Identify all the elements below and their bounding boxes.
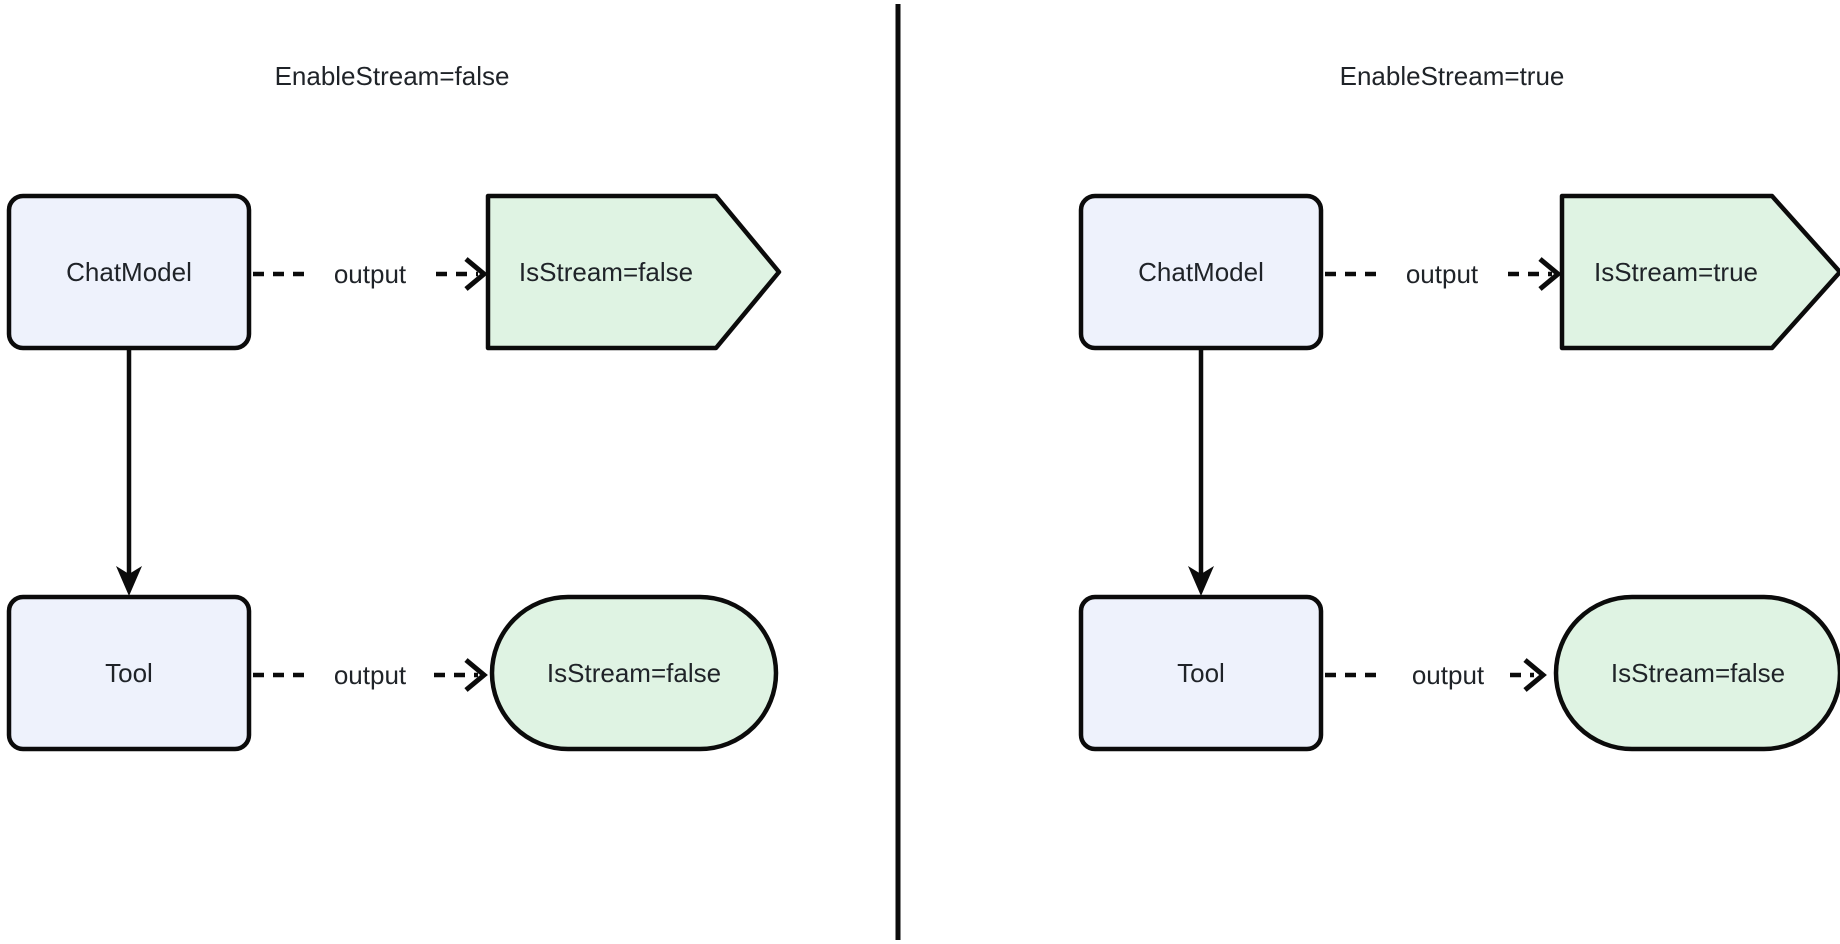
tool-right-shape[interactable] <box>1078 594 1324 752</box>
isstream-hex-left-shape[interactable] <box>485 193 782 351</box>
isstream-stadium-left-shape[interactable] <box>489 594 779 752</box>
node-tool-right[interactable]: Tool <box>1078 594 1324 752</box>
edge-chatmodel-to-isstream-left: output <box>253 257 488 291</box>
tool-right-label: Tool <box>1177 658 1225 688</box>
node-isstream-hex-left[interactable]: IsStream=false <box>485 193 782 351</box>
panel-enablestream-true: EnableStream=true ChatModel IsStream=tru… <box>1078 61 1840 752</box>
arrowhead-icon-stadium-left <box>464 658 488 692</box>
arrowhead-icon-stadium-right <box>1523 658 1547 692</box>
isstream-stadium-left-label: IsStream=false <box>547 658 721 688</box>
edge-label-output-bottom-right: output <box>1412 660 1485 690</box>
edge-chatmodel-to-isstream-right: output <box>1325 257 1562 291</box>
chatmodel-right-label: ChatModel <box>1138 257 1264 287</box>
edge-label-output-bottom-left: output <box>334 660 407 690</box>
node-isstream-stadium-right[interactable]: IsStream=false <box>1553 594 1840 752</box>
node-chatmodel-left[interactable]: ChatModel <box>6 193 252 351</box>
panel-title-left: EnableStream=false <box>275 61 510 91</box>
tool-left-label: Tool <box>105 658 153 688</box>
node-isstream-stadium-left[interactable]: IsStream=false <box>489 594 779 752</box>
edge-label-output-top-right: output <box>1406 259 1479 289</box>
panel-enablestream-false: EnableStream=false ChatModel IsStream=fa… <box>6 61 782 752</box>
isstream-stadium-right-label: IsStream=false <box>1611 658 1785 688</box>
arrowhead-icon-chatmodel-right <box>1538 257 1562 291</box>
node-isstream-hex-right[interactable]: IsStream=true <box>1559 193 1840 351</box>
arrowhead-icon-tool-right <box>1188 566 1214 596</box>
arrowhead-icon-tool-left <box>116 566 142 596</box>
isstream-stadium-right-shape[interactable] <box>1553 594 1840 752</box>
isstream-hex-right-shape[interactable] <box>1559 193 1840 351</box>
isstream-hex-left-label: IsStream=false <box>519 257 693 287</box>
tool-left-shape[interactable] <box>6 594 252 752</box>
isstream-hex-right-label: IsStream=true <box>1594 257 1758 287</box>
node-tool-left[interactable]: Tool <box>6 594 252 752</box>
node-chatmodel-right[interactable]: ChatModel <box>1078 193 1324 351</box>
edge-tool-to-isstream-left: output <box>253 658 488 692</box>
edge-chatmodel-to-tool-left <box>116 348 142 596</box>
edge-tool-to-isstream-right: output <box>1325 658 1547 692</box>
arrowhead-icon-chatmodel-left <box>464 257 488 291</box>
edge-label-output-top-left: output <box>334 259 407 289</box>
edge-chatmodel-to-tool-right <box>1188 348 1214 596</box>
panel-title-right: EnableStream=true <box>1340 61 1565 91</box>
chatmodel-left-label: ChatModel <box>66 257 192 287</box>
